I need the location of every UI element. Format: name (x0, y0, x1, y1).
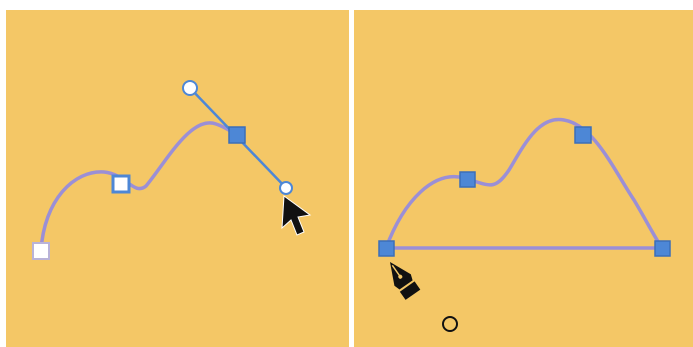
closed-bezier-path[interactable] (384, 117, 664, 250)
anchor-point-start[interactable] (32, 242, 50, 260)
anchor-point-middle[interactable] (111, 174, 131, 194)
anchor-point-left[interactable] (378, 240, 395, 257)
anchor-point-middle[interactable] (459, 171, 476, 188)
selection-arrow-icon (281, 195, 312, 236)
anchor-point-peak[interactable] (574, 126, 592, 144)
open-bezier-path[interactable] (39, 121, 240, 253)
direction-handle-point-top[interactable] (182, 80, 198, 96)
direction-handle-point-bottom[interactable] (279, 181, 293, 195)
right-panel-closing-path (354, 10, 693, 347)
close-path-circle-icon (442, 316, 458, 332)
pen-tool-icon (390, 262, 421, 300)
left-panel-open-path (6, 10, 349, 347)
anchor-point-right[interactable] (654, 240, 671, 257)
selected-anchor-point[interactable] (228, 126, 246, 144)
left-canvas (32, 80, 312, 260)
right-canvas (378, 117, 671, 332)
